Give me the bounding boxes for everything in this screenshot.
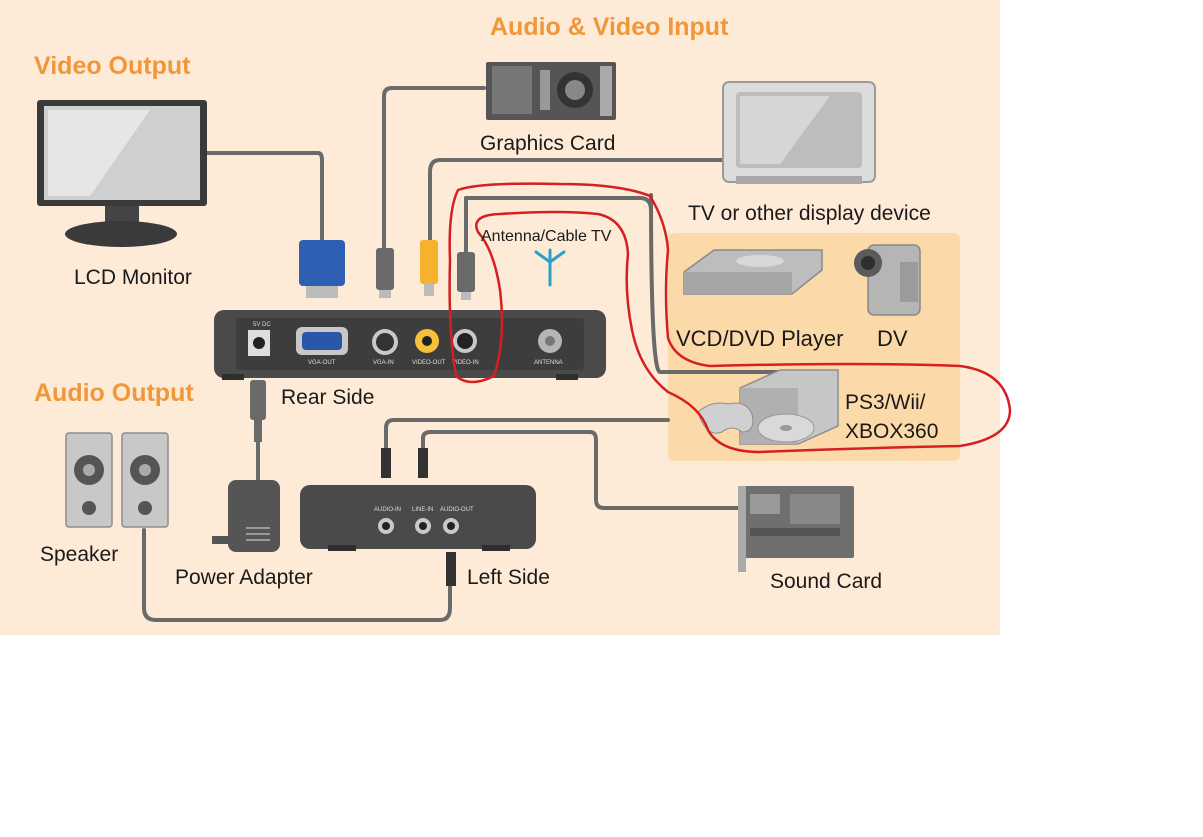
label-sound-card: Sound Card [770, 570, 882, 593]
video-out-port [415, 329, 439, 353]
label-graphics-card: Graphics Card [480, 132, 615, 155]
power-plug-icon [250, 380, 266, 442]
label-ps3-line2: XBOX360 [845, 420, 938, 443]
label-antenna: Antenna/Cable TV [481, 228, 612, 245]
label-power-adapter: Power Adapter [175, 566, 313, 589]
video-in-port [453, 329, 477, 353]
label-vcd-dvd: VCD/DVD Player [676, 326, 843, 351]
cable-ps3-video-in [649, 193, 822, 374]
dv-camcorder-icon [854, 244, 921, 316]
audio-plug-icons [381, 448, 456, 586]
label-speaker: Speaker [40, 543, 118, 566]
dvd-player-icon [683, 249, 823, 295]
port-label-video-out: VIDEO-OUT [412, 360, 446, 366]
vga-in-port [372, 329, 398, 355]
dc-jack [248, 330, 270, 356]
label-rear-side: Rear Side [281, 386, 374, 409]
port-label-video-in: VIDEO-IN [452, 360, 479, 366]
vga-out-port [296, 327, 348, 355]
section-title-av-input: Audio & Video Input [490, 13, 729, 41]
tv-icon [722, 81, 876, 184]
vga-connector-icon [299, 240, 345, 298]
cable-video-in-top [464, 196, 653, 212]
graphics-card-icon [486, 62, 616, 120]
cable-speaker-audio-out [142, 528, 452, 622]
label-tv: TV or other display device [688, 202, 931, 225]
label-dv: DV [877, 326, 908, 351]
game-console-icon [697, 369, 839, 445]
section-title-video-output: Video Output [34, 52, 191, 80]
port-label-dc: 5V DC [253, 322, 271, 328]
red-annotation-marks [448, 182, 1012, 454]
antenna-port [538, 329, 562, 353]
antenna-icon [534, 248, 566, 287]
svideo-plug-icon [457, 252, 475, 300]
label-ps3-line1: PS3/Wii/ [845, 391, 926, 414]
cable-tv-video-out [428, 158, 724, 242]
port-label-vga-out: VGA-OUT [308, 360, 336, 366]
port-label-vga-in: VGA-IN [373, 360, 394, 366]
port-label-line-in: LINE-IN [412, 507, 433, 513]
cable-audio-in [384, 418, 670, 452]
rear-side-device: 5V DC VGA-OUT VGA-IN VIDEO-OUT VIDEO-IN … [214, 310, 606, 380]
sound-card-icon [738, 486, 854, 572]
port-label-antenna: ANTENNA [534, 360, 563, 366]
red-annotation-loop [448, 182, 1012, 454]
port-label-audio-in: AUDIO-IN [374, 507, 401, 513]
rca-plug-icon [420, 240, 438, 296]
left-side-device: AUDIO-IN LINE-IN AUDIO-OUT [300, 485, 536, 551]
label-left-side: Left Side [467, 566, 550, 589]
cable-graphics-vga-in [382, 86, 486, 252]
label-lcd-monitor: LCD Monitor [74, 266, 192, 289]
vga-in-plug-icon [376, 248, 394, 298]
power-adapter-icon [212, 480, 280, 552]
section-title-audio-output: Audio Output [34, 379, 194, 407]
port-label-audio-out: AUDIO-OUT [440, 507, 474, 513]
speaker-icon [65, 432, 169, 528]
cable-monitor-vga [203, 151, 324, 247]
cable-line-in-sound-card [421, 430, 744, 510]
lcd-monitor-icon [37, 100, 207, 247]
